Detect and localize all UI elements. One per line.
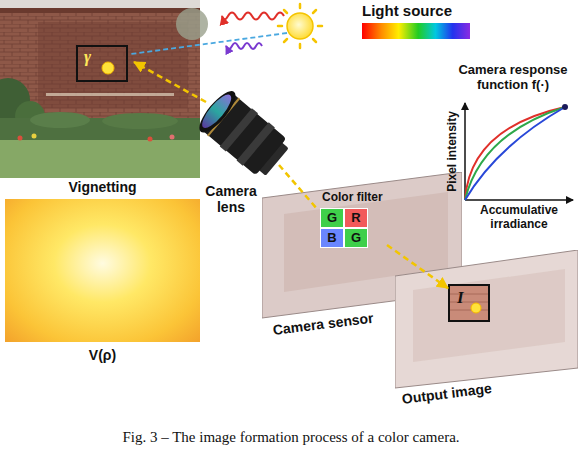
light-path (134, 62, 206, 102)
function-symbol-holder: V(ρ) (5, 346, 200, 364)
chart-title: Camera response function f(·) (458, 62, 567, 92)
function-symbol: V(ρ) (89, 347, 116, 363)
lens-label: Camera lens (205, 183, 256, 215)
vignetting-fill (5, 199, 200, 342)
light-wave (226, 43, 262, 49)
channel-letter: R (351, 210, 360, 225)
pixel-symbol: I (457, 288, 464, 307)
filter-label: Color filter (322, 190, 383, 204)
figure-caption: Fig. 3 – The image formation process of … (122, 429, 459, 445)
axis-label-holder: Pixel intensity (445, 104, 460, 200)
point-symbol-holder: γ (84, 47, 91, 67)
light-path (279, 165, 318, 210)
chart-title-holder: Camera response function f(·) (448, 62, 578, 92)
output-image-plane: Output imageI (395, 250, 578, 415)
lens-drawing (194, 86, 294, 182)
filter-label-holder: Color filter (322, 190, 383, 205)
node-heading-holder: Vignetting (5, 178, 200, 196)
channel-letter-holder: G (321, 209, 343, 227)
filter-cell: R (344, 208, 368, 228)
filter-cell: B (320, 228, 344, 248)
pixel-symbol-holder: I (457, 288, 464, 308)
response-chart (465, 103, 573, 200)
light-source-label-holder: Light source (362, 2, 452, 20)
scene-photo (0, 0, 208, 178)
filter-cell: G (320, 208, 344, 228)
pixel-dot (450, 286, 488, 320)
point-symbol: γ (84, 47, 91, 66)
spectrum-bar (362, 23, 470, 39)
color-filter: Color filterGRBG (316, 190, 387, 250)
filter-cell: G (344, 228, 368, 248)
axis-label: Accumulative irradiance (480, 203, 558, 231)
light-wave (222, 13, 284, 20)
channel-letter-holder: R (345, 209, 367, 227)
channel-letter: B (327, 230, 336, 245)
channel-letter: G (327, 210, 337, 225)
axis-label-holder: Accumulative irradiance (466, 203, 572, 231)
figure-caption-holder: Fig. 3 – The image formation process of … (0, 428, 582, 446)
channel-letter-holder: B (321, 229, 343, 247)
vignetting-map: VignettingV(ρ) (5, 178, 200, 370)
sun-icon (278, 4, 322, 48)
light-ray (131, 33, 287, 54)
light-source-label: Light source (362, 2, 452, 19)
lens-label-holder: Camera lens (200, 183, 262, 215)
pixel-inset: I (448, 284, 490, 322)
scene-point-box: γ (76, 45, 128, 82)
node-heading: Vignetting (68, 179, 136, 195)
axis-label: Pixel intensity (445, 111, 459, 192)
channel-letter: G (351, 230, 361, 245)
light-path-connector (387, 245, 448, 288)
channel-letter-holder: G (345, 229, 367, 247)
